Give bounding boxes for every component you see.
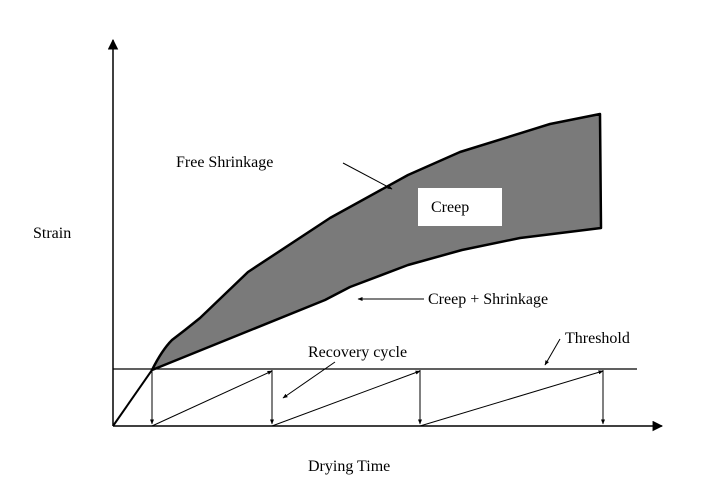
recovery-cycles [150, 370, 605, 427]
recovery-cycle-pointer [282, 361, 336, 399]
recovery-cycle-label: Recovery cycle [308, 344, 407, 361]
y-axis-label: Strain [33, 225, 71, 242]
creep-shrinkage-label: Creep + Shrinkage [428, 291, 548, 308]
recovery-rise-3 [419, 370, 604, 427]
threshold-pointer [544, 338, 561, 366]
recovery-rise-2 [271, 370, 421, 427]
creep-label: Creep [431, 199, 469, 216]
initial-strain-line [112, 369, 153, 427]
free-shrinkage-pointer [342, 162, 393, 190]
x-axis-label: Drying Time [308, 458, 390, 475]
free-shrinkage-label: Free Shrinkage [176, 154, 273, 171]
creep-label-box [418, 188, 502, 226]
recovery-rise-1 [151, 370, 273, 427]
creep-region [150, 112, 603, 372]
threshold-label: Threshold [565, 330, 630, 347]
